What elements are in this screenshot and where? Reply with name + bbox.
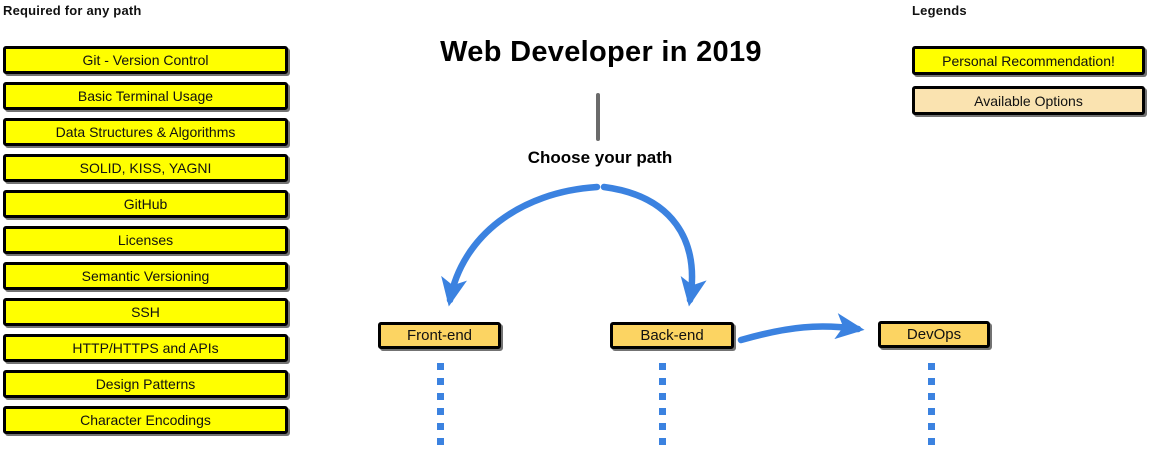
- dotted-trail-front-end: [437, 363, 444, 453]
- dotted-trail-back-end: [659, 363, 666, 453]
- required-item-data-structures-algorithms[interactable]: Data Structures & Algorithms: [3, 118, 288, 146]
- legend-item-available-options: Available Options: [912, 86, 1145, 115]
- required-item-http-https-and-apis[interactable]: HTTP/HTTPS and APIs: [3, 334, 288, 362]
- required-item-solid-kiss-yagni[interactable]: SOLID, KISS, YAGNI: [3, 154, 288, 182]
- path-node-front-end[interactable]: Front-end: [378, 322, 501, 349]
- legend-item-personal-recommendation: Personal Recommendation!: [912, 46, 1145, 75]
- required-item-design-patterns[interactable]: Design Patterns: [3, 370, 288, 398]
- arrow-choose-to-back-end: [600, 183, 707, 307]
- required-item-basic-terminal-usage[interactable]: Basic Terminal Usage: [3, 82, 288, 110]
- required-item-character-encodings[interactable]: Character Encodings: [3, 406, 288, 434]
- path-node-back-end[interactable]: Back-end: [610, 322, 734, 349]
- arrow-back-end-to-devops: [737, 313, 865, 344]
- page-title: Web Developer in 2019: [440, 36, 762, 68]
- required-item-ssh[interactable]: SSH: [3, 298, 288, 326]
- required-item-licenses[interactable]: Licenses: [3, 226, 288, 254]
- dotted-trail-devops: [928, 363, 935, 453]
- choose-your-path-label: Choose your path: [527, 148, 673, 167]
- root-stem-line: [596, 93, 600, 141]
- path-node-devops[interactable]: DevOps: [878, 321, 990, 348]
- required-item-semantic-versioning[interactable]: Semantic Versioning: [3, 262, 288, 290]
- required-section-heading: Required for any path: [3, 3, 142, 18]
- legends-section-heading: Legends: [912, 3, 967, 18]
- arrow-choose-to-front-end: [441, 183, 601, 307]
- required-item-github[interactable]: GitHub: [3, 190, 288, 218]
- required-item-git-version-control[interactable]: Git - Version Control: [3, 46, 288, 74]
